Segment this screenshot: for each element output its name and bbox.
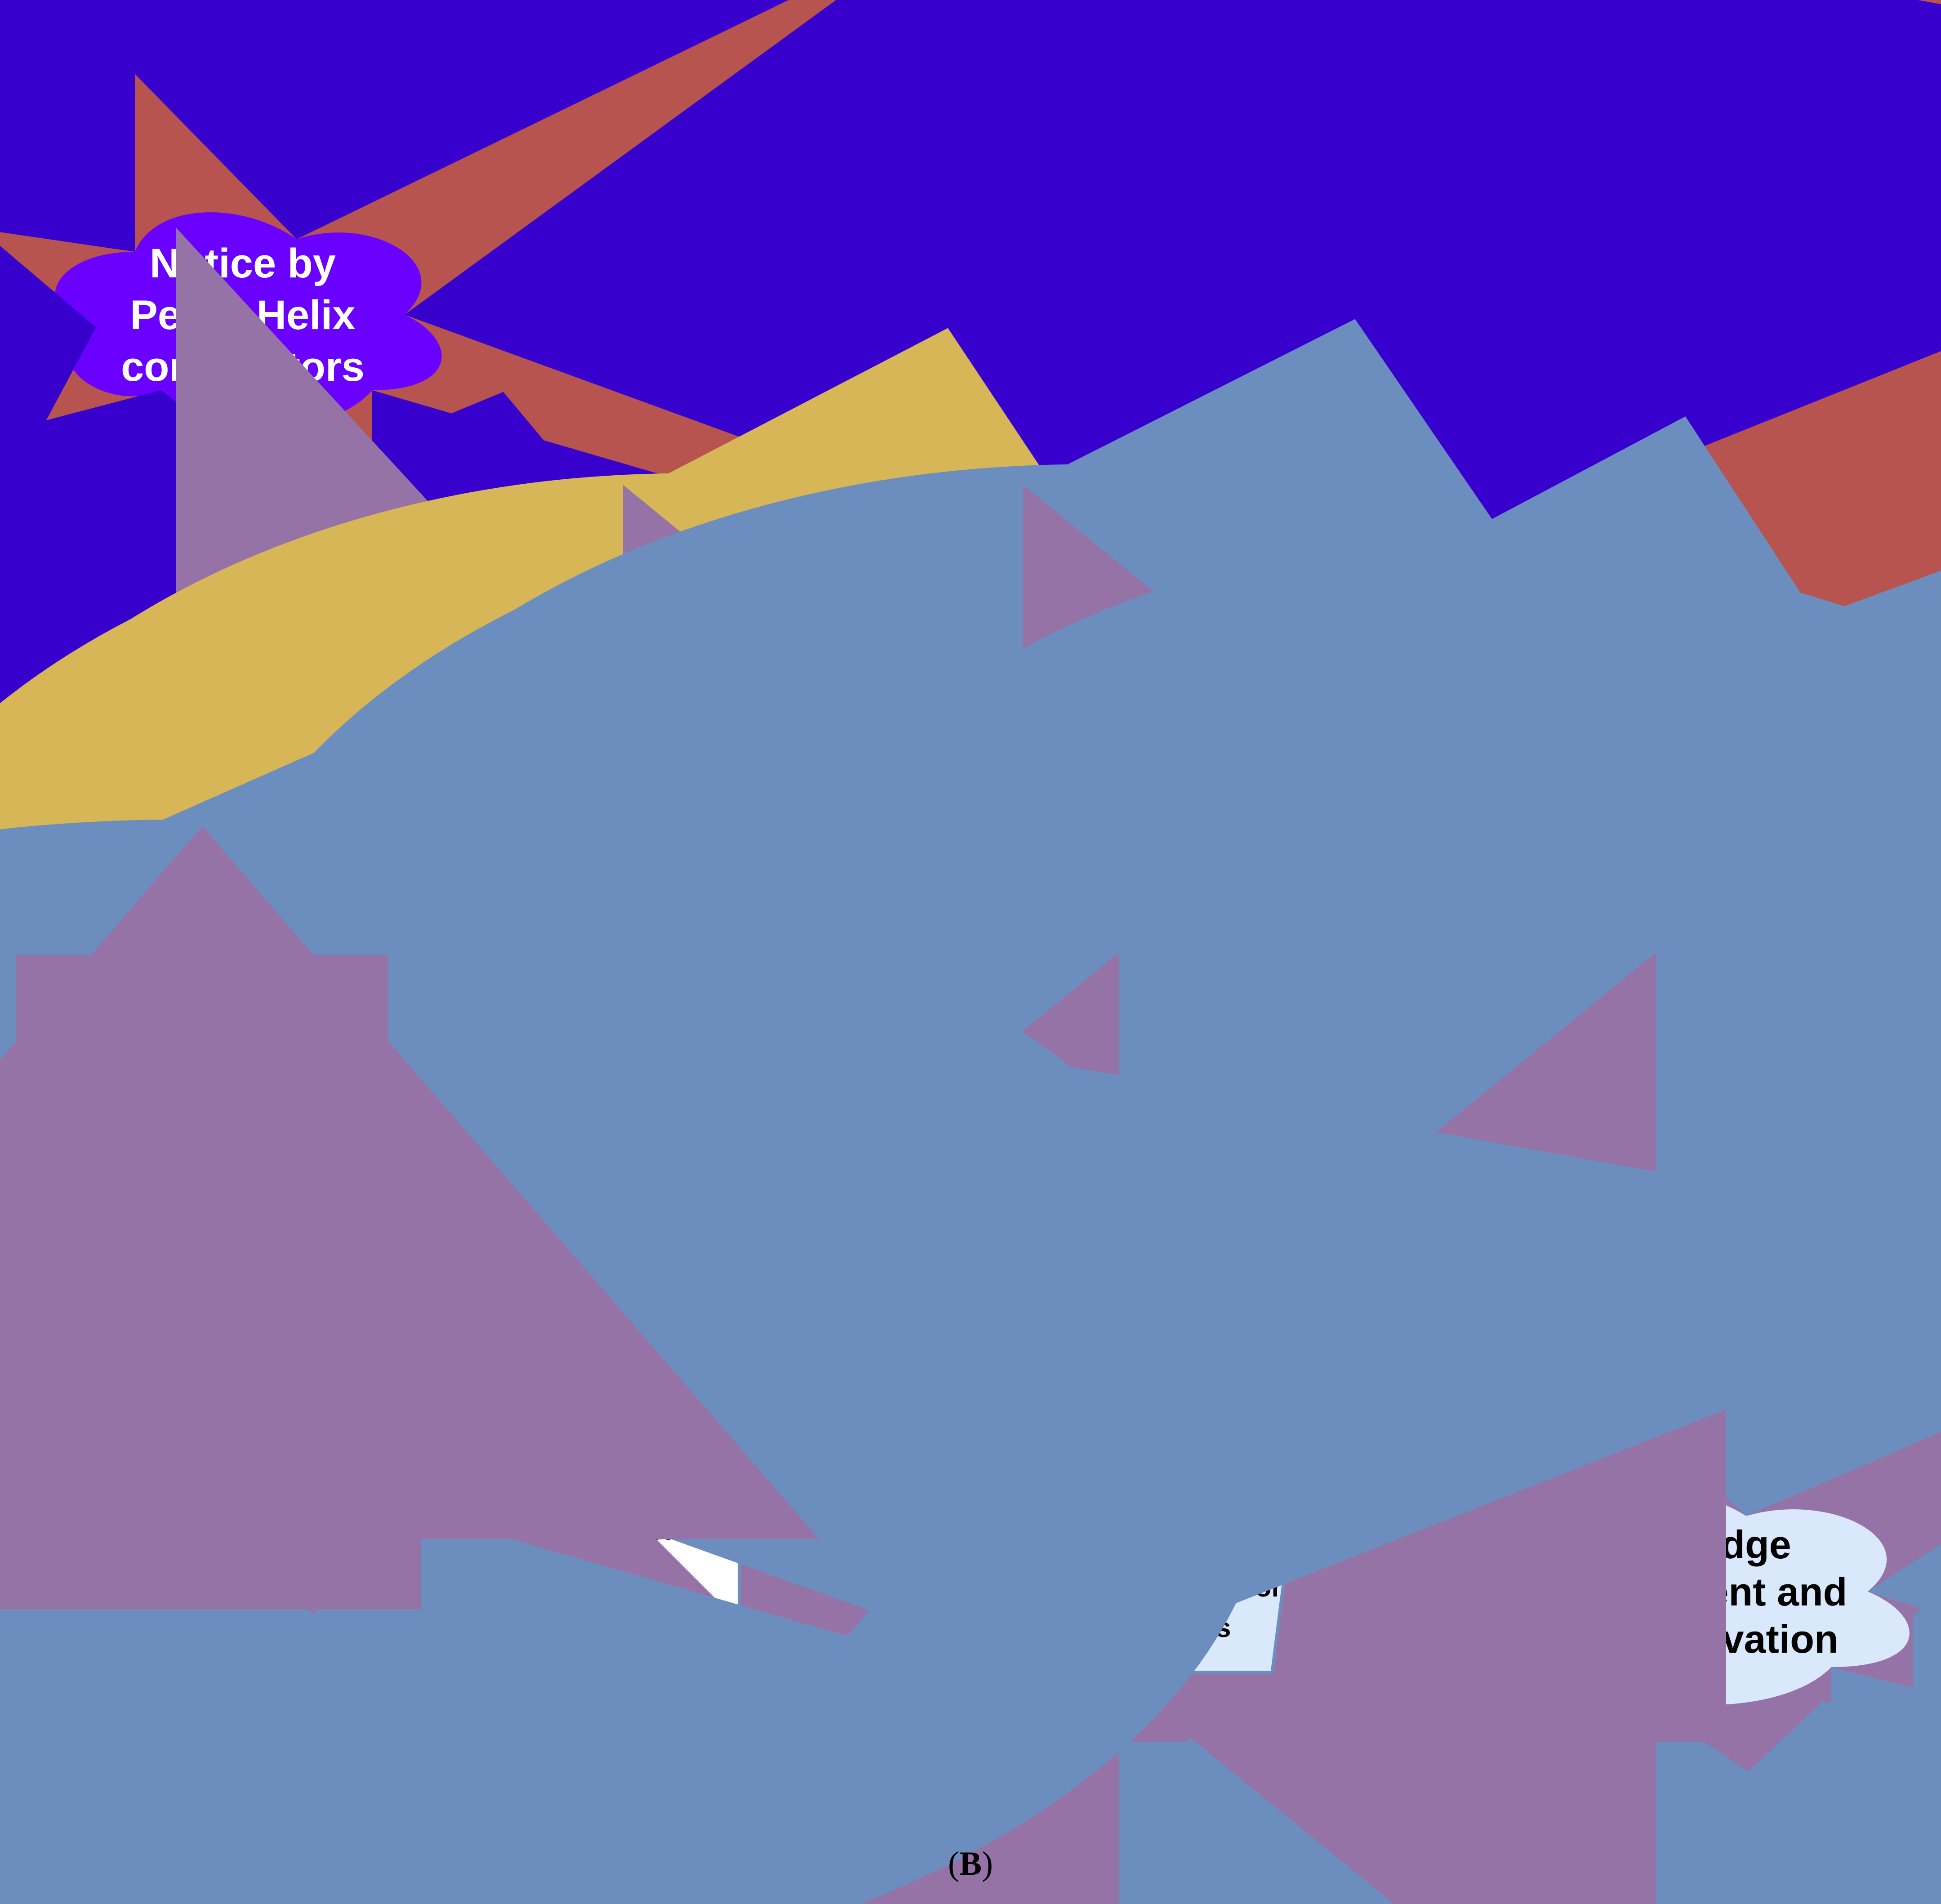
b-caption-open: ( — [948, 1845, 959, 1882]
a-notice-penta-helix-line-3: contributors — [121, 344, 365, 390]
b-arrow-community-to-notice — [162, 1200, 243, 1317]
b-caption: (B) — [948, 1845, 993, 1882]
a-notice-penta-helix-line-1: Notice by — [150, 241, 336, 286]
b-caption-close: ) — [982, 1845, 993, 1882]
a-notice-penta-helix-line-2: Penta-Helix — [130, 292, 355, 338]
b-caption-letter: B — [959, 1845, 982, 1882]
